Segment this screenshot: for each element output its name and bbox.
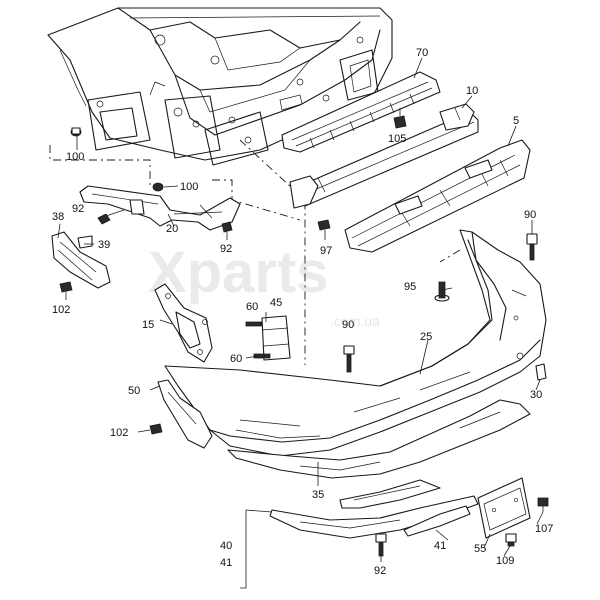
part-25-bumper-cover	[164, 229, 547, 457]
callout-40: 40	[220, 540, 232, 552]
callout-35: 35	[312, 489, 324, 501]
callout-95: 95	[404, 281, 416, 293]
callout-92-left: 92	[72, 203, 84, 215]
callout-45: 45	[270, 297, 282, 309]
part-45-bracket	[261, 315, 291, 361]
callout-41-left: 41	[220, 557, 232, 569]
callout-90-right: 90	[524, 209, 536, 221]
callout-30: 30	[530, 389, 542, 401]
callout-50: 50	[128, 385, 140, 397]
callout-5: 5	[513, 115, 519, 127]
part-38-guide	[51, 231, 111, 289]
callout-25: 25	[420, 331, 432, 343]
callout-15: 15	[142, 319, 154, 331]
callout-60-lower: 60	[230, 353, 242, 365]
callout-41-right: 41	[434, 540, 446, 552]
callout-107: 107	[535, 523, 553, 535]
callout-39: 39	[98, 239, 110, 251]
callout-105: 105	[388, 133, 406, 145]
part-60-clip-upper	[245, 321, 263, 327]
callout-100-upper: 100	[66, 151, 84, 163]
screw-107	[537, 497, 549, 512]
part-20-bracket	[79, 185, 241, 231]
watermark-domain: .com.ua	[330, 313, 380, 329]
callout-70: 70	[416, 47, 428, 59]
screw-102-upper	[59, 281, 73, 300]
part-41-trim-right	[403, 505, 471, 537]
callout-102-upper: 102	[52, 304, 70, 316]
assembly-lines	[49, 139, 461, 365]
screw-100-upper	[70, 127, 82, 137]
callout-38: 38	[52, 211, 64, 223]
part-41-trim-rear	[339, 479, 441, 509]
bolt-90-right	[526, 233, 538, 261]
screw-100-lower	[152, 182, 164, 192]
watermark-brand: Xparts	[148, 240, 329, 305]
clip-109	[505, 533, 517, 547]
callout-92-middle: 92	[220, 243, 232, 255]
screw-92-left	[97, 209, 125, 225]
watermark: Xparts .com.ua	[148, 240, 380, 329]
car-body-rear-section	[47, 7, 393, 166]
callout-10: 10	[466, 85, 478, 97]
callout-labels: 70 10 5 105 100 100 38 92 20 92 97 90 39…	[52, 47, 553, 577]
part-55-plate-base	[477, 477, 531, 539]
part-30-cap	[535, 363, 547, 381]
callout-90-center: 90	[342, 319, 354, 331]
clip-95	[434, 281, 450, 302]
callout-55: 55	[474, 543, 486, 555]
part-35-strip	[227, 399, 531, 479]
screw-92-bottom	[375, 533, 387, 557]
screw-102-lower	[149, 423, 163, 435]
callout-109: 109	[496, 555, 514, 567]
callout-60-upper: 60	[246, 301, 258, 313]
part-5-absorber	[344, 139, 531, 253]
screw-92-middle	[221, 221, 233, 240]
part-70-guide	[281, 71, 441, 153]
part-15-frame	[154, 283, 213, 363]
part-50-guide	[157, 379, 213, 449]
bolt-90-center	[343, 345, 355, 373]
callout-102-lower: 102	[110, 427, 128, 439]
callout-97: 97	[320, 245, 332, 257]
part-10-carrier	[289, 103, 479, 209]
leader-lines	[57, 57, 544, 589]
callout-100-lower: 100	[180, 181, 198, 193]
callout-92-bottom: 92	[374, 565, 386, 577]
screw-97	[317, 219, 331, 240]
screw-105	[393, 108, 407, 129]
callout-20: 20	[166, 223, 178, 235]
